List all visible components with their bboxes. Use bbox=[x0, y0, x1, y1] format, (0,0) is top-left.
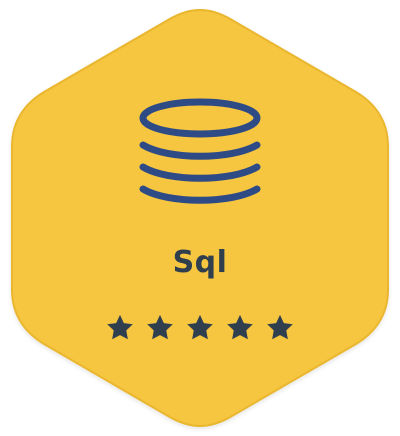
database-icon bbox=[139, 98, 261, 204]
star-icon bbox=[187, 314, 213, 340]
star-icon bbox=[147, 314, 173, 340]
rating-stars bbox=[0, 312, 400, 344]
star-icon bbox=[267, 314, 293, 340]
star-icon bbox=[107, 314, 133, 340]
star-icon bbox=[227, 314, 253, 340]
badge-title: Sql bbox=[172, 245, 228, 280]
